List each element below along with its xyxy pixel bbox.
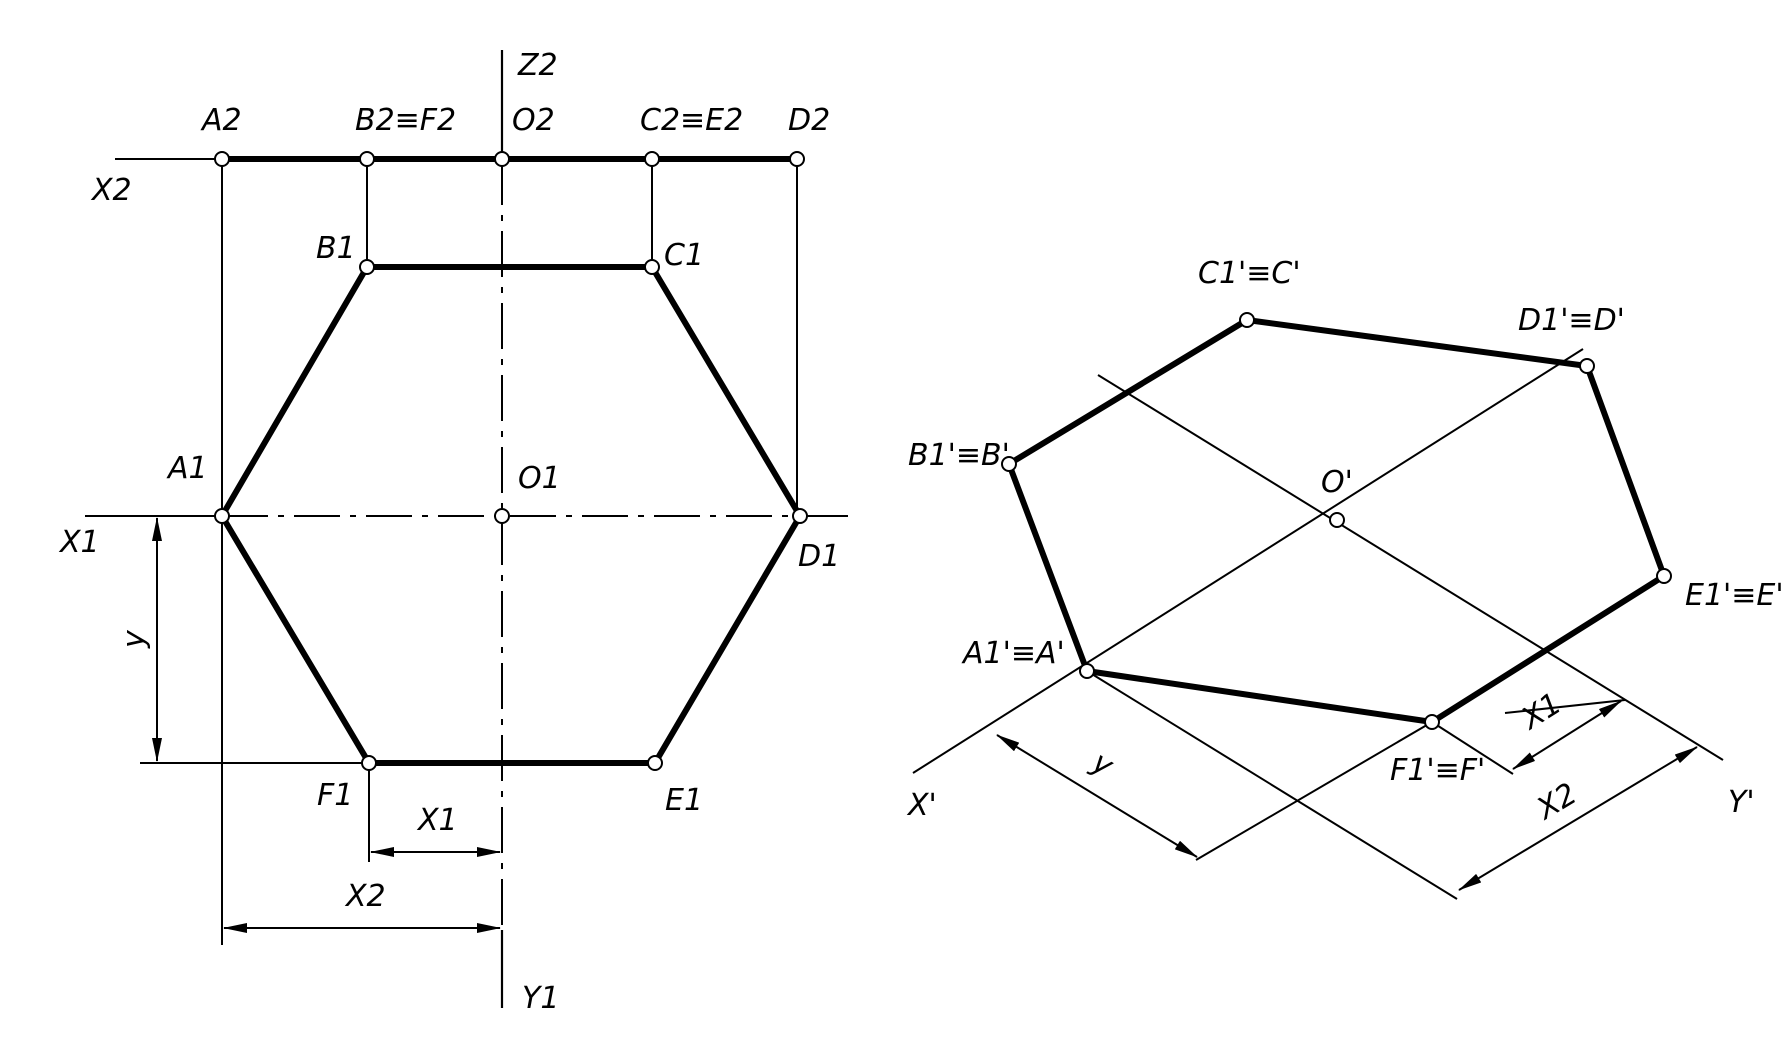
point-b1 bbox=[359, 259, 375, 275]
iso-point-e bbox=[1656, 568, 1672, 584]
point-e1 bbox=[647, 755, 663, 771]
point-a1 bbox=[214, 508, 230, 524]
label-y1: Y1 bbox=[522, 981, 559, 1016]
label-x1-axis: X1 bbox=[58, 525, 100, 560]
iso-label-d: D1'≡D' bbox=[1518, 303, 1625, 338]
point-c2-e2 bbox=[644, 151, 660, 167]
iso-point-o bbox=[1329, 512, 1345, 528]
iso-label-a: A1'≡A' bbox=[961, 636, 1065, 671]
label-d1: D1 bbox=[798, 539, 840, 574]
label-o1: O1 bbox=[518, 461, 561, 496]
label-a1: A1 bbox=[166, 451, 208, 486]
iso-label-o: O' bbox=[1321, 465, 1353, 500]
point-b2-f2 bbox=[359, 151, 375, 167]
iso-label-xprime: X' bbox=[906, 788, 937, 823]
iso-axis-xprime-line bbox=[912, 348, 1584, 774]
iso-construction-f-down bbox=[1195, 721, 1433, 861]
iso-point-b bbox=[1001, 456, 1017, 472]
label-e1: E1 bbox=[665, 783, 703, 818]
label-b1: B1 bbox=[316, 231, 356, 266]
label-b2-f2: B2≡F2 bbox=[355, 103, 456, 138]
label-f1: F1 bbox=[317, 778, 353, 813]
orthographic-view: Z2 X2 A2 B2≡F2 O2 C2≡E2 D2 B1 C1 A1 O1 X… bbox=[58, 48, 848, 1016]
iso-axis-yprime-line bbox=[1097, 374, 1724, 761]
point-c1 bbox=[644, 259, 660, 275]
iso-label-e: E1'≡E' bbox=[1685, 578, 1784, 613]
point-a2 bbox=[214, 151, 230, 167]
label-dim-y: y bbox=[117, 629, 152, 649]
iso-point-f bbox=[1424, 714, 1440, 730]
label-d2: D2 bbox=[788, 103, 830, 138]
point-o1 bbox=[494, 508, 510, 524]
point-f1 bbox=[361, 755, 377, 771]
point-d2 bbox=[789, 151, 805, 167]
point-d1 bbox=[792, 508, 808, 524]
isometric-view: C1'≡C' D1'≡D' B1'≡B' O' E1'≡E' A1'≡A' F1… bbox=[906, 256, 1784, 900]
label-o2: O2 bbox=[512, 103, 555, 138]
point-o2 bbox=[494, 151, 510, 167]
label-a2: A2 bbox=[200, 103, 242, 138]
iso-point-a bbox=[1079, 663, 1095, 679]
iso-point-c bbox=[1239, 312, 1255, 328]
iso-label-c: C1'≡C' bbox=[1198, 256, 1301, 291]
iso-construction-a-down bbox=[1086, 670, 1458, 900]
label-c2-e2: C2≡E2 bbox=[640, 103, 743, 138]
iso-label-f: F1'≡F' bbox=[1390, 753, 1485, 788]
iso-dim-line-x2 bbox=[1458, 746, 1698, 891]
iso-label-dim-y: y bbox=[1085, 744, 1120, 784]
iso-label-b: B1'≡B' bbox=[908, 438, 1010, 473]
label-z2: Z2 bbox=[517, 48, 558, 83]
iso-point-d bbox=[1579, 358, 1595, 374]
iso-dim-line-y bbox=[996, 734, 1198, 858]
iso-label-yprime: Y' bbox=[1728, 785, 1755, 820]
label-c1: C1 bbox=[664, 238, 704, 273]
label-x2: X2 bbox=[90, 173, 132, 208]
label-dim-x2: X2 bbox=[344, 879, 386, 914]
iso-label-dim-x1: X1 bbox=[1514, 686, 1568, 738]
label-dim-x1: X1 bbox=[416, 803, 458, 838]
